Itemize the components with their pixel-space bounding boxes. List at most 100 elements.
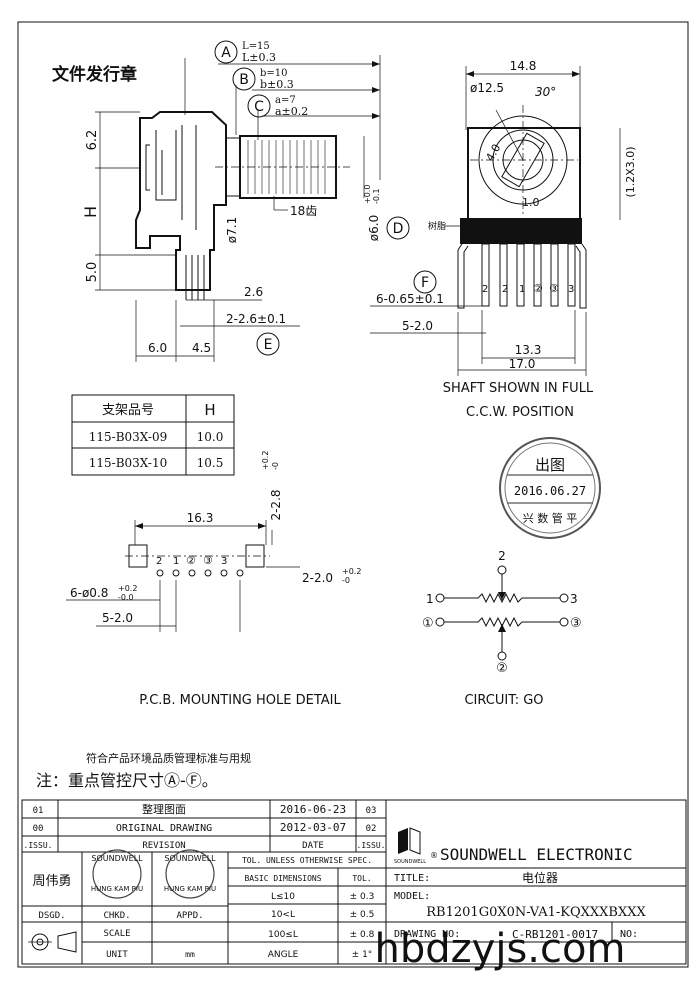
table-cell: 10.0 bbox=[197, 430, 224, 444]
svg-text:+0.0: +0.0 bbox=[363, 185, 372, 204]
title-value: 电位器 bbox=[522, 870, 558, 885]
svg-text:2: 2 bbox=[156, 556, 162, 567]
svg-text:①: ① bbox=[422, 616, 434, 631]
svg-text:TOL. UNLESS OTHERWISE SPEC.: TOL. UNLESS OTHERWISE SPEC. bbox=[242, 856, 372, 865]
date-stamp: 出图 2016.06.27 兴 数 管 平 bbox=[499, 437, 601, 539]
svg-text:E: E bbox=[264, 337, 273, 353]
projection-symbol bbox=[28, 931, 77, 953]
resin-band bbox=[460, 218, 582, 244]
svg-text:02: 02 bbox=[366, 824, 377, 834]
svg-text:TOL.: TOL. bbox=[352, 874, 371, 883]
svg-text:.ISSU.: .ISSU. bbox=[357, 841, 386, 850]
resistor-1 bbox=[444, 592, 560, 604]
dim-6-0: ø6.0 bbox=[367, 215, 381, 241]
svg-text:ANGLE: ANGLE bbox=[268, 950, 299, 960]
callout-B bbox=[232, 67, 256, 91]
stamp-top: 出图 bbox=[535, 456, 565, 474]
svg-text:③: ③ bbox=[549, 282, 559, 295]
svg-text:10<L: 10<L bbox=[271, 910, 295, 920]
bracket-table: 支架品号 H 115-B03X-09 10.0 115-B03X-10 10.5 bbox=[71, 394, 235, 476]
svg-text:ORIGINAL DRAWING: ORIGINAL DRAWING bbox=[116, 823, 212, 834]
callout-B-line2: b±0.3 bbox=[260, 78, 294, 91]
svg-text:整理图面: 整理图面 bbox=[142, 802, 186, 816]
stamp-bottom: 兴 数 管 平 bbox=[523, 511, 578, 525]
drawing-number: C-RB1201-0017 bbox=[512, 928, 598, 941]
svg-text:②: ② bbox=[186, 554, 196, 567]
svg-text:± 0.3: ± 0.3 bbox=[350, 892, 375, 902]
svg-text:.ISSU.: .ISSU. bbox=[24, 841, 53, 850]
dim-2x2-6: 2-2.6±0.1 bbox=[226, 312, 286, 326]
svg-text:00: 00 bbox=[33, 824, 44, 834]
watermark: hbdzyjs.com bbox=[375, 926, 626, 972]
shaft bbox=[239, 135, 337, 199]
svg-text:3: 3 bbox=[221, 556, 227, 567]
front-caption-2: C.C.W. POSITION bbox=[466, 405, 574, 420]
svg-text:B: B bbox=[239, 72, 249, 88]
svg-text:SOUNDWELL: SOUNDWELL bbox=[164, 854, 216, 863]
company-name: SOUNDWELL ELECTRONIC bbox=[440, 845, 633, 864]
note-line-1: 符合产品环境品质管理标准与用规 bbox=[86, 751, 251, 765]
svg-text:C: C bbox=[254, 99, 264, 115]
resistor-2 bbox=[444, 616, 560, 628]
svg-text:SOUNDWELL: SOUNDWELL bbox=[91, 854, 143, 863]
svg-text:-0.0: -0.0 bbox=[118, 593, 134, 602]
svg-text:+0.2: +0.2 bbox=[261, 451, 270, 470]
svg-text:SCALE: SCALE bbox=[103, 929, 130, 939]
svg-text:+0.2: +0.2 bbox=[342, 567, 361, 576]
svg-text:BASIC DIMENSIONS: BASIC DIMENSIONS bbox=[244, 874, 321, 883]
svg-text:L≤10: L≤10 bbox=[271, 892, 295, 902]
svg-text:DATE: DATE bbox=[302, 841, 324, 851]
svg-text:SOUNDWELL: SOUNDWELL bbox=[394, 859, 426, 865]
svg-text:TITLE:: TITLE: bbox=[394, 873, 430, 884]
svg-text:01: 01 bbox=[33, 806, 44, 816]
callout-A bbox=[214, 40, 238, 64]
svg-text:DRAWING NO:: DRAWING NO: bbox=[394, 929, 460, 940]
svg-text:mm: mm bbox=[185, 950, 195, 959]
callout-F bbox=[413, 270, 437, 294]
callout-B-line1: b=10 bbox=[260, 68, 288, 79]
dim-1-0: 1.0 bbox=[522, 196, 540, 209]
svg-text:± 0.8: ± 0.8 bbox=[350, 930, 375, 940]
angle-30: 30° bbox=[535, 85, 556, 99]
svg-text:03: 03 bbox=[366, 806, 377, 816]
svg-text:2: 2 bbox=[482, 284, 488, 295]
svg-text:CHKD.: CHKD. bbox=[103, 911, 130, 921]
dim-12-5: ø12.5 bbox=[470, 81, 504, 95]
resin-label: 树脂 bbox=[428, 220, 446, 232]
dim-1-2x3-0: (1.2X3.0) bbox=[624, 146, 637, 197]
svg-text:-0.1: -0.1 bbox=[372, 188, 381, 204]
callout-A-line2: L±0.3 bbox=[242, 51, 276, 64]
company-logo: SOUNDWELL bbox=[394, 827, 426, 865]
svg-text:D: D bbox=[393, 221, 404, 237]
signature-stamp-2: SOUNDWELL HUNG KAM PIU bbox=[164, 849, 216, 899]
dim-6xd0-8: 6-ø0.8 bbox=[70, 586, 108, 600]
svg-text:NO:: NO: bbox=[620, 929, 638, 940]
dim-7-1: ø7.1 bbox=[225, 217, 239, 243]
svg-text:REVISION: REVISION bbox=[142, 841, 185, 851]
svg-text:± 1°: ± 1° bbox=[352, 950, 373, 960]
circuit-diagram: 2 1 3 ① ③ ② CIRCUIT: GO bbox=[422, 549, 582, 708]
circuit-caption: CIRCUIT: GO bbox=[464, 693, 543, 708]
note-line-2: 注：重点管控尺寸Ⓐ-Ⓕ。 bbox=[36, 771, 218, 790]
table-header-part: 支架品号 bbox=[102, 403, 154, 418]
callout-D bbox=[386, 216, 410, 240]
svg-text:®: ® bbox=[430, 851, 438, 860]
svg-text:F: F bbox=[421, 275, 429, 291]
svg-text:3: 3 bbox=[570, 592, 578, 606]
dim-H: H bbox=[81, 206, 100, 218]
svg-text:DSGD.: DSGD. bbox=[38, 911, 65, 921]
table-cell: 115-B03X-10 bbox=[89, 456, 168, 470]
svg-text:2012-03-07: 2012-03-07 bbox=[280, 821, 346, 834]
svg-text:2: 2 bbox=[498, 549, 506, 563]
dim-17-0: 17.0 bbox=[509, 357, 536, 371]
dim-6-2: 6.2 bbox=[85, 130, 100, 151]
svg-text:③: ③ bbox=[203, 554, 213, 567]
side-view: A L=15 L±0.3 B b=10 b±0.3 C a=7 a±0.2 bbox=[81, 40, 410, 362]
table-cell: 115-B03X-09 bbox=[89, 430, 168, 444]
signature-stamp-1: SOUNDWELL HUNG KAM PIU bbox=[91, 849, 143, 899]
callout-A-line1: L=15 bbox=[242, 41, 270, 52]
stamp-title: 文件发行章 bbox=[52, 64, 137, 85]
title-block: 01 整理图面 2016-06-23 03 00 ORIGINAL DRAWIN… bbox=[21, 799, 687, 965]
svg-text:2: 2 bbox=[502, 284, 508, 295]
svg-text:A: A bbox=[221, 45, 231, 61]
